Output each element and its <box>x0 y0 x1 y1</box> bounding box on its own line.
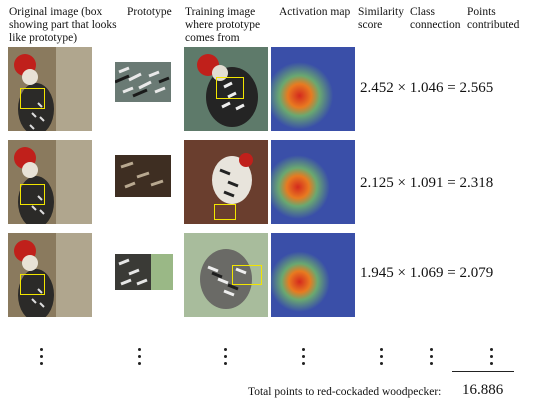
header-similarity-score: Similarity score <box>358 6 404 31</box>
original-image-woodpecker <box>8 140 92 224</box>
header-points-contributed: Points contributed <box>467 6 520 31</box>
header-training-image: Training image where prototype comes fro… <box>185 6 261 44</box>
highlight-box <box>20 274 45 295</box>
header-class-connection: Class connection <box>410 6 461 31</box>
highlight-box <box>20 184 45 205</box>
activation-map <box>271 140 355 224</box>
similarity-score: 2.452 <box>360 80 394 96</box>
equals-operator: = <box>447 175 456 191</box>
header-prototype: Prototype <box>127 6 172 18</box>
original-image-woodpecker <box>8 47 92 131</box>
highlight-box <box>214 204 236 220</box>
similarity-score: 1.945 <box>360 265 394 281</box>
highlight-box <box>216 77 244 99</box>
activation-map <box>271 47 355 131</box>
prototype-patch <box>115 155 171 197</box>
highlight-box <box>232 265 262 285</box>
times-operator: × <box>397 175 406 191</box>
score-equation: 1.945 × 1.069 = 2.079 <box>360 265 493 282</box>
prototype-patch <box>115 254 173 290</box>
header-original-image: Original image (box showing part that lo… <box>9 6 117 44</box>
times-operator: × <box>397 80 406 96</box>
original-image-woodpecker <box>8 233 92 317</box>
prototype-patch <box>115 62 171 102</box>
equals-operator: = <box>447 80 456 96</box>
ellipsis-dots <box>380 344 383 369</box>
score-equation: 2.452 × 1.046 = 2.565 <box>360 80 493 97</box>
ellipsis-dots <box>302 344 305 369</box>
points-contributed: 2.079 <box>459 265 494 281</box>
similarity-score: 2.125 <box>360 175 394 191</box>
total-label: Total points to red-cockaded woodpecker: <box>248 386 442 398</box>
points-contributed: 2.565 <box>459 80 494 96</box>
highlight-box <box>20 88 45 109</box>
header-activation-map: Activation map <box>279 6 351 18</box>
sum-rule <box>452 371 514 372</box>
class-connection: 1.091 <box>409 175 444 191</box>
score-equation: 2.125 × 1.091 = 2.318 <box>360 175 493 192</box>
activation-map <box>271 233 355 317</box>
class-connection: 1.069 <box>409 265 444 281</box>
ellipsis-dots <box>40 344 43 369</box>
points-contributed: 2.318 <box>459 175 494 191</box>
equals-operator: = <box>447 265 456 281</box>
ellipsis-dots <box>490 344 493 369</box>
times-operator: × <box>397 265 406 281</box>
training-image <box>184 140 268 224</box>
ellipsis-dots <box>224 344 227 369</box>
ellipsis-dots <box>430 344 433 369</box>
ellipsis-dots <box>138 344 141 369</box>
training-image <box>184 233 268 317</box>
training-image <box>184 47 268 131</box>
total-value: 16.886 <box>462 382 504 398</box>
class-connection: 1.046 <box>409 80 444 96</box>
